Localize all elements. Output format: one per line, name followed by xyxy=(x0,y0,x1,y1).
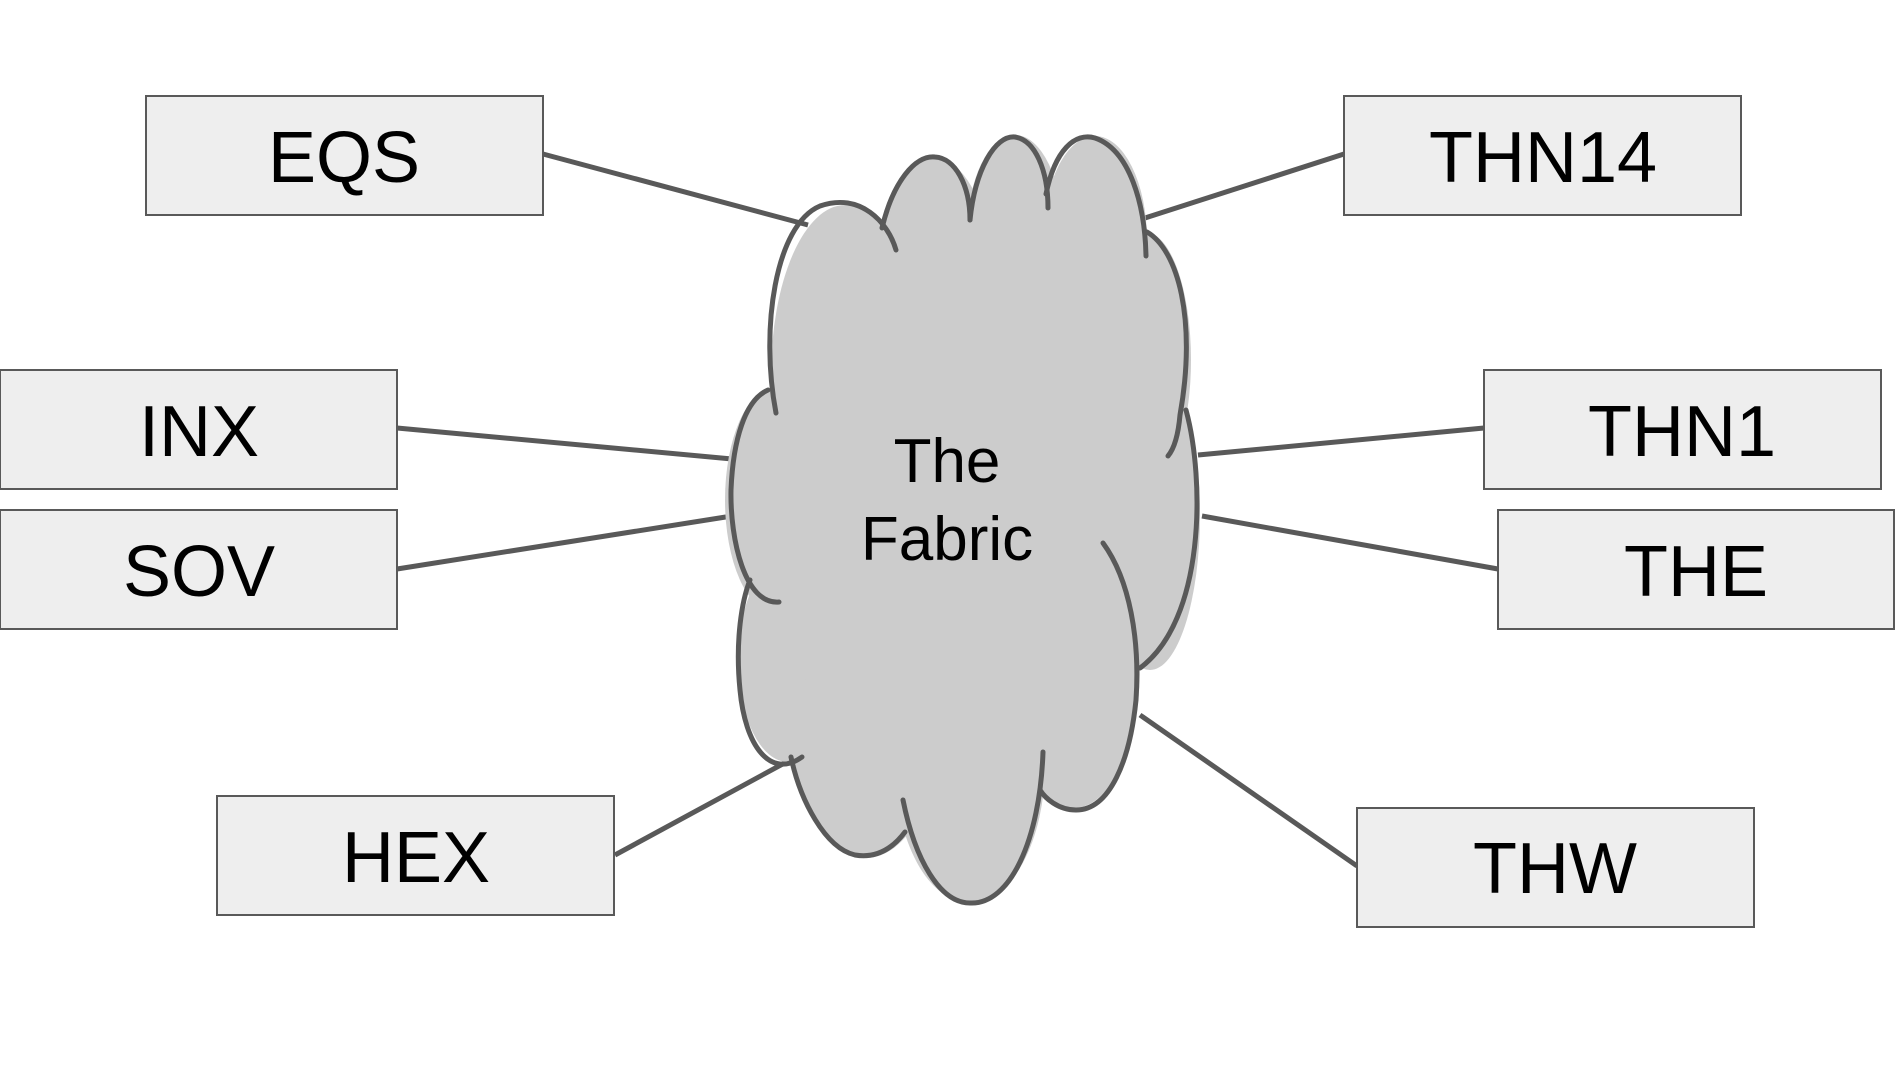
cloud-title-line2: Fabric xyxy=(861,505,1033,574)
link-the xyxy=(1201,513,1499,572)
node-box xyxy=(1356,807,1755,928)
node-box xyxy=(1497,509,1895,630)
link-inx xyxy=(396,425,733,462)
link-eqs xyxy=(542,151,809,228)
node-eqs: EQS xyxy=(145,95,544,216)
node-sov: SOV xyxy=(0,509,398,630)
node-box xyxy=(1343,95,1742,216)
node-label-hex: HEX xyxy=(342,818,490,898)
cloud-outline xyxy=(728,134,1200,906)
link-thn1 xyxy=(1197,425,1485,458)
node-thn1: THN1 xyxy=(1483,369,1882,490)
node-box xyxy=(0,369,398,490)
fabric-cloud: The Fabric xyxy=(725,134,1200,906)
link-sov xyxy=(396,513,733,572)
link-hex xyxy=(613,757,792,858)
node-box xyxy=(1483,369,1882,490)
connector-links xyxy=(396,151,1499,869)
node-box xyxy=(145,95,544,216)
node-label-thn14: THN14 xyxy=(1429,118,1657,198)
node-inx: INX xyxy=(0,369,398,490)
node-label-inx: INX xyxy=(139,392,259,472)
cloud-title-line1: The xyxy=(894,427,1001,496)
link-thw xyxy=(1138,712,1359,869)
node-box xyxy=(216,795,615,916)
node-box xyxy=(0,509,398,630)
node-label-thw: THW xyxy=(1473,829,1637,909)
link-thn14 xyxy=(1141,151,1345,222)
node-label-the: THE xyxy=(1624,532,1768,612)
node-label-thn1: THN1 xyxy=(1588,392,1776,472)
node-label-eqs: EQS xyxy=(268,118,420,198)
node-thn14: THN14 xyxy=(1343,95,1742,216)
node-thw: THW xyxy=(1356,807,1755,928)
node-hex: HEX xyxy=(216,795,615,916)
node-label-sov: SOV xyxy=(123,532,275,612)
node-the: THE xyxy=(1497,509,1895,630)
